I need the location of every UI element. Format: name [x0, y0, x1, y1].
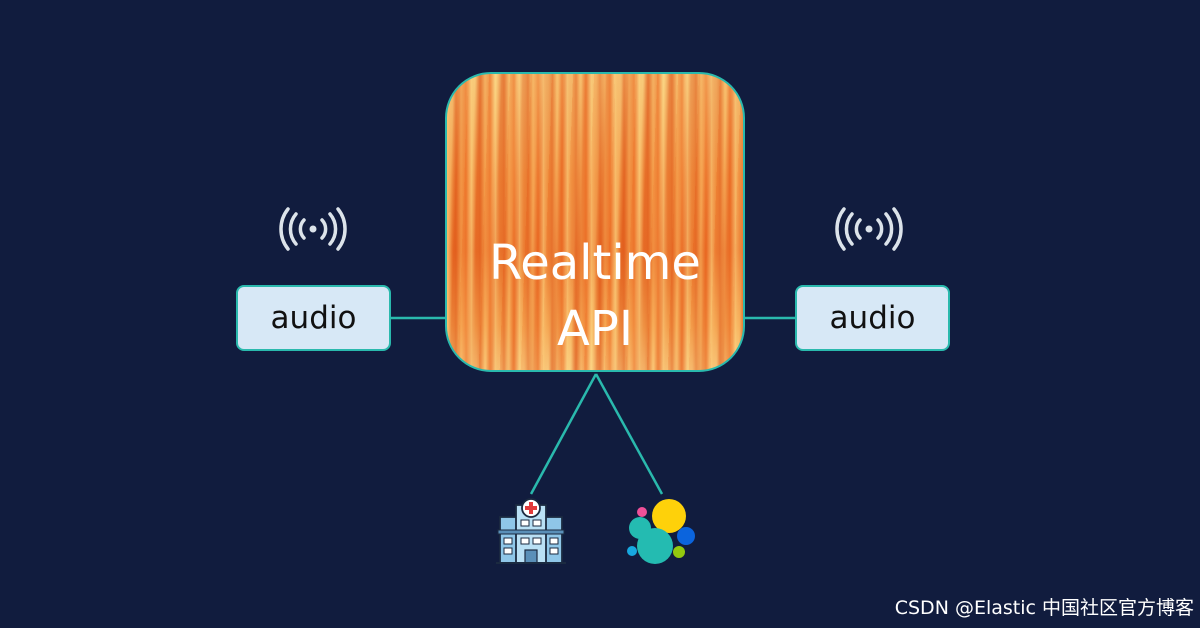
- broadcast-signal-icon: [835, 207, 903, 251]
- realtime-api-box: Realtime API: [445, 72, 745, 372]
- elastic-logo-icon: [627, 499, 695, 564]
- api-title-line1: Realtime: [489, 235, 701, 291]
- watermark-text: CSDN @Elastic 中国社区官方博客: [894, 597, 1194, 619]
- audio-box-left: audio: [236, 285, 391, 351]
- connector-to-hospital: [529, 373, 598, 495]
- audio-box-right: audio: [795, 285, 950, 351]
- connector-to-elastic: [594, 373, 664, 495]
- hospital-icon: [496, 498, 566, 564]
- broadcast-signal-icon: [279, 207, 347, 251]
- api-title-line2: API: [557, 301, 633, 357]
